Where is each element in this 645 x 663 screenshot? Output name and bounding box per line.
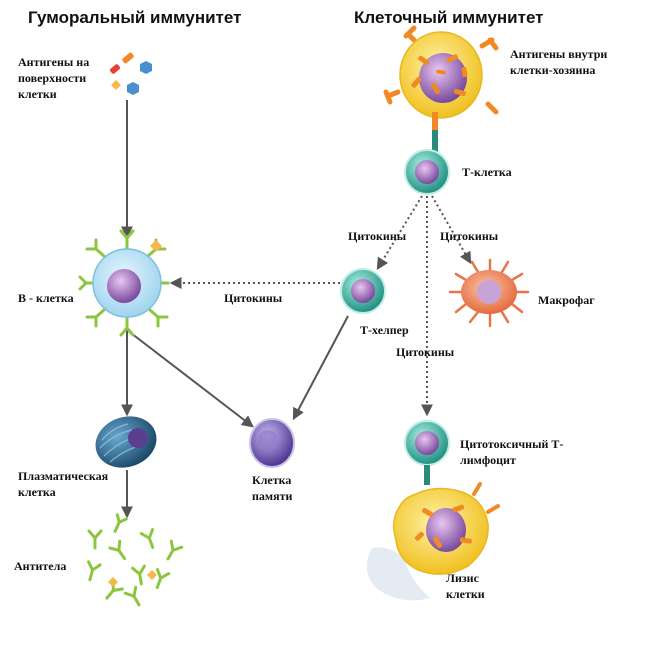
- arrow-tcell-to-thelper: [376, 195, 423, 271]
- memory-cell: [249, 418, 295, 468]
- label-cytokines-b: Цитокины: [440, 229, 499, 243]
- t-helper-cell: [340, 268, 386, 314]
- label-cytokines-a: Цитокины: [348, 229, 407, 243]
- label-lysis: Лизис клетки: [446, 571, 485, 601]
- antibody-antigens: [108, 570, 157, 587]
- arrows: [121, 100, 472, 519]
- infected-host-cell: [383, 25, 499, 152]
- label-b-cell: В - клетка: [18, 291, 74, 305]
- lysed-cell: [366, 482, 500, 601]
- label-cytotoxic: Цитотоксичный Т- лимфоцит: [460, 437, 564, 467]
- b-cell: [78, 229, 170, 337]
- label-memory-cell: Клетка памяти: [252, 473, 293, 503]
- label-cytokines-c: Цитокины: [396, 345, 455, 359]
- label-antibodies: Антитела: [14, 559, 67, 573]
- title-cellular: Клеточный иммунитет: [354, 8, 544, 27]
- antigen-group: [110, 52, 152, 95]
- antibodies: [87, 513, 184, 607]
- title-humoral: Гуморальный иммунитет: [28, 8, 242, 27]
- label-t-helper: Т-хелпер: [360, 323, 409, 337]
- intracellular-antigens: [411, 54, 468, 97]
- macrophage: [448, 258, 530, 328]
- cytotoxic-t-cell: [404, 420, 450, 485]
- label-plasma-cell: Плазматическая клетка: [18, 469, 109, 499]
- t-cell: [404, 149, 450, 195]
- label-macrophage: Макрофаг: [538, 293, 595, 307]
- arrow-thelper-to-memory: [292, 315, 349, 421]
- label-surface-antigens: Антигены на поверхности клетки: [18, 55, 90, 101]
- label-intracellular-antigens: Антигены внутри клетки-хозяина: [510, 47, 608, 77]
- label-cytokines-left: Цитокины: [224, 291, 283, 305]
- label-t-cell: Т-клетка: [462, 165, 512, 179]
- arrow-bcell-to-memory: [126, 329, 254, 428]
- plasma-cell: [95, 416, 157, 468]
